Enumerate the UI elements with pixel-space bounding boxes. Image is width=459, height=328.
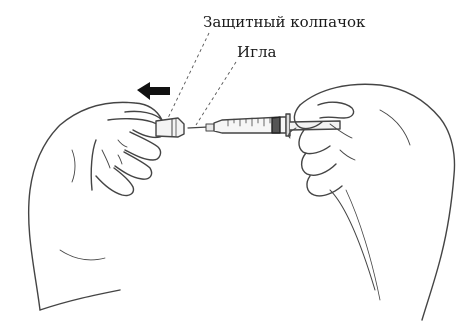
arrow-left-icon <box>137 82 170 100</box>
needle <box>188 124 214 131</box>
syringe-barrel <box>214 114 290 136</box>
protective-cap <box>156 118 184 137</box>
leader-line-cap <box>168 33 209 118</box>
leader-line-needle <box>196 62 236 125</box>
leader-lines <box>168 33 236 125</box>
left-hand <box>29 102 166 310</box>
protective-cap-label: Защитный колпачок <box>203 15 365 30</box>
right-hand <box>289 84 455 320</box>
needle-label: Игла <box>237 45 276 60</box>
